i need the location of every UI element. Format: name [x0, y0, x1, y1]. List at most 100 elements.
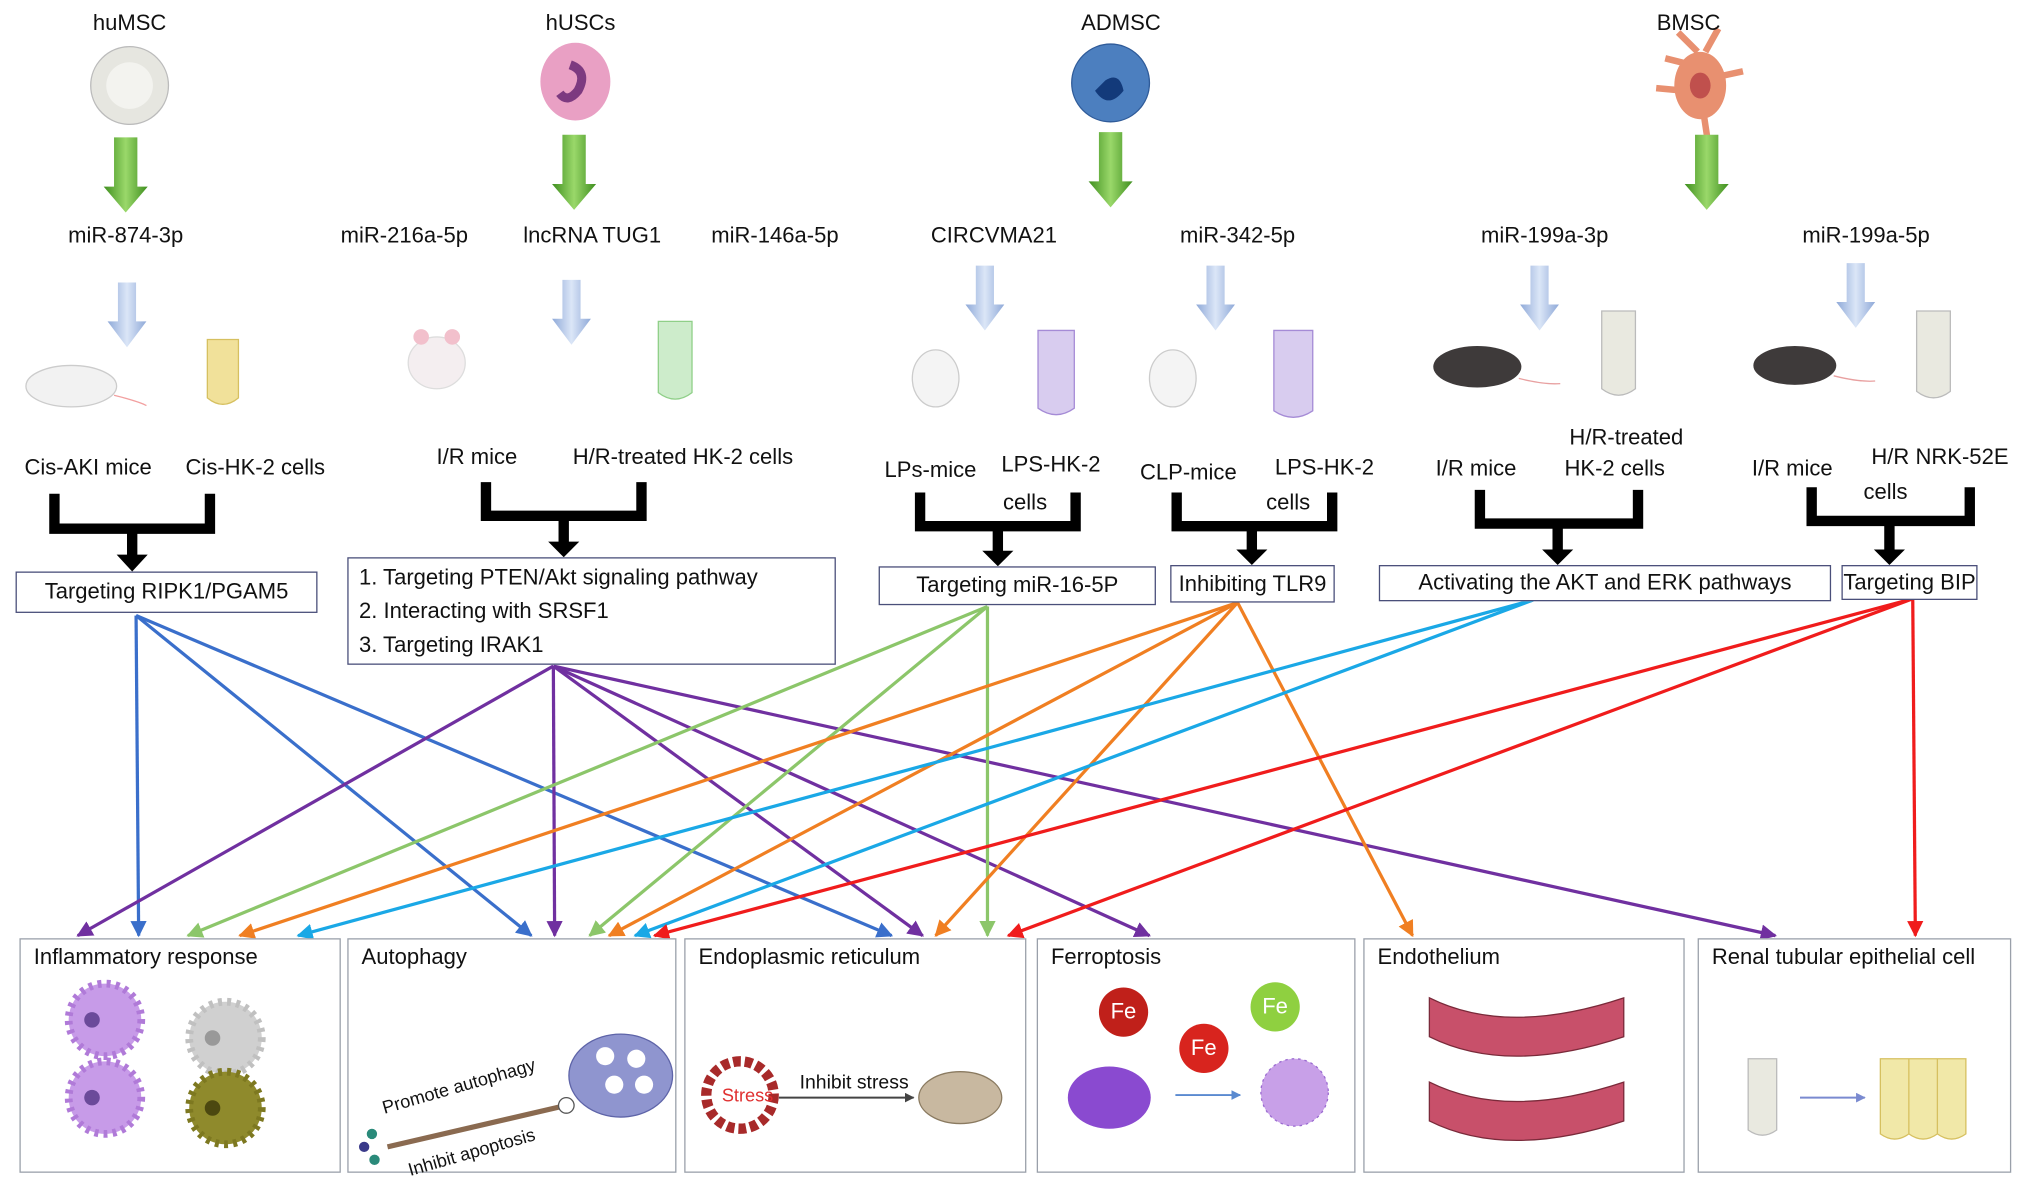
link-arrow: [296, 598, 1534, 940]
mouse-icon: [1753, 346, 1876, 385]
link-arrow: [238, 601, 1239, 939]
model-label: H/R-treated: [1569, 425, 1684, 450]
model-label: I/R mice: [1435, 456, 1517, 481]
bracket-arrow: [1474, 489, 1644, 556]
links-tug1: [76, 664, 1777, 941]
down-arrow-icon: [1836, 263, 1876, 328]
model-label: H/R NRK-52E: [1871, 444, 2009, 470]
molecule-label: miR-146a-5p: [711, 222, 839, 248]
model-label: I/R mice: [436, 444, 518, 470]
mechanism-item: 3. Targeting IRAK1: [358, 631, 544, 657]
model-label: cells: [1003, 489, 1048, 515]
links-bip: [652, 597, 1924, 940]
link-arrow: [130, 615, 147, 938]
link-arrow: [588, 605, 989, 937]
mechanism-box: Targeting miR-16-5P: [878, 566, 1156, 606]
link-arrow: [552, 664, 1151, 938]
model-label: LPS-HK-2: [1274, 454, 1374, 480]
source-label: ADMSC: [1081, 10, 1161, 35]
green-arrow-icon: [552, 134, 597, 210]
fe-ion-icon: Fe: [1262, 993, 1288, 1019]
fe-ion-icon: Fe: [1110, 999, 1137, 1024]
tubular-cell-icon: [1601, 310, 1637, 396]
model-label: CLP-mice: [1139, 460, 1237, 485]
panel-inflammatory-response: Inflammatory response: [19, 938, 341, 1173]
link-arrow: [546, 666, 563, 938]
tubular-cell-icon: [1037, 329, 1075, 416]
molecule-label: CIRCVMA21: [930, 222, 1058, 248]
source-label: huMSC: [92, 10, 167, 35]
molecule-label: miR-216a-5p: [340, 222, 468, 248]
link-arrow: [633, 598, 1534, 939]
source-label: BMSC: [1656, 10, 1721, 35]
model-label: LPS-HK-2: [1001, 452, 1101, 477]
molecule-label: miR-342-5p: [1180, 222, 1296, 248]
cell-icon-bmsc: [1655, 26, 1744, 144]
model-label: I/R mice: [1751, 456, 1833, 481]
link-arrow: [934, 601, 1239, 937]
model-label: Cis-HK-2 cells: [185, 454, 326, 480]
panel-renal-tubular-epithelial-cell: Renal tubular epithelial cell: [1697, 938, 2012, 1173]
down-arrow-icon: [1196, 265, 1235, 331]
link-arrow: [1236, 601, 1414, 938]
model-label: cells: [1266, 489, 1311, 515]
mechanism-box: Targeting BIP: [1841, 565, 1978, 601]
source-label: hUSCs: [545, 10, 616, 35]
molecule-label: lncRNA TUG1: [523, 222, 662, 248]
molecule-label: miR-199a-5p: [1802, 222, 1930, 248]
mouse-icon: [407, 329, 466, 390]
panel-ferroptosis: Ferroptosis Fe Fe Fe: [1036, 938, 1356, 1173]
inhibit-stress-label: Inhibit stress: [799, 1071, 909, 1094]
down-arrow-icon: [107, 282, 147, 348]
link-arrow: [76, 664, 555, 938]
mechanism-box: 1. Targeting PTEN/Akt signaling pathway …: [347, 557, 836, 665]
model-label: cells: [1863, 479, 1908, 505]
tubular-cells-illustration: [1747, 1058, 1967, 1140]
cell-icon-huscs: [540, 42, 611, 121]
mechanism-box: Inhibiting TLR9: [1170, 565, 1335, 603]
mouse-icon: [911, 349, 960, 408]
panel-title: Ferroptosis: [1050, 944, 1162, 970]
cell-icon-admsc: [1071, 43, 1151, 123]
mechanism-item: 2. Interacting with SRSF1: [358, 598, 609, 623]
link-arrow: [1907, 598, 1924, 938]
immune-cells-icon: [64, 979, 266, 1149]
mouse-icon: [1148, 349, 1197, 408]
panel-title: Autophagy: [361, 944, 467, 970]
link-arrow: [607, 601, 1239, 938]
bracket-arrow: [914, 492, 1081, 558]
bracket-arrow: [480, 482, 647, 549]
green-arrow-icon: [103, 137, 148, 213]
molecule-label: miR-199a-3p: [1481, 222, 1609, 248]
panel-title: Endoplasmic reticulum: [698, 944, 921, 970]
bracket-arrow: [49, 493, 216, 560]
mechanism-box: Targeting RIPK1/PGAM5: [15, 571, 318, 613]
stress-label: Stress: [721, 1084, 774, 1106]
bracket-arrowheads: [116, 541, 1905, 572]
green-arrows: [103, 132, 1729, 213]
link-arrow: [135, 614, 894, 938]
down-arrow-icon: [965, 265, 1005, 331]
green-arrow-icon: [1088, 132, 1133, 208]
cell-icon-humsc: [90, 46, 170, 126]
mouse-icon: [1433, 346, 1561, 388]
tubular-cell-icon: [1273, 329, 1314, 418]
link-arrow: [135, 614, 533, 937]
blue-arrows: [107, 263, 1876, 348]
tubular-cell-icon: [206, 338, 240, 405]
down-arrow-icon: [1520, 265, 1559, 331]
model-label: H/R-treated HK-2 cells: [572, 444, 794, 470]
mechanism-item: 1. Targeting PTEN/Akt signaling pathway: [358, 564, 758, 589]
link-arrow: [186, 604, 989, 938]
link-arrow: [1006, 597, 1914, 939]
mechanism-box: Activating the AKT and ERK pathways: [1378, 565, 1832, 602]
green-arrow-icon: [1684, 134, 1729, 210]
tubular-cell-icon: [1915, 310, 1951, 399]
link-arrow: [553, 664, 1777, 941]
endothelium-icon: [1428, 996, 1625, 1141]
panel-autophagy: Autophagy Promote autophagy Inhibit apop…: [347, 938, 677, 1180]
links-tlr9: [238, 601, 1414, 939]
er-stress-illustration: [701, 1056, 1003, 1134]
